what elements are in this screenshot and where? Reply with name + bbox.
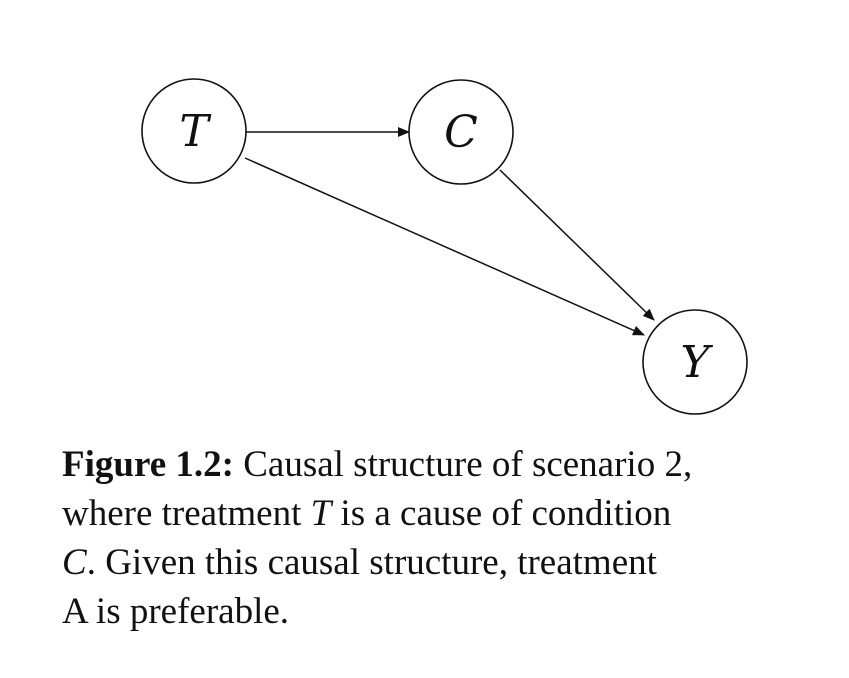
caption-var-c: C [62,542,87,583]
node-t: T [141,78,247,184]
figure-label: Figure 1.2: [62,444,234,485]
causal-diagram: T C Y [141,78,748,415]
caption-line-4: A is preferable. [62,587,842,636]
edge-t-to-y [244,157,645,336]
node-y: Y [642,309,748,415]
caption-text-2a: where treatment [62,493,311,534]
node-c-label: C [444,107,478,158]
edge-c-to-y [499,169,655,321]
node-t-label: T [179,106,212,157]
caption-text-3: . Given this causal structure, treatment [86,542,657,583]
caption-line-2: where treatment T is a cause of conditio… [62,489,842,538]
caption-var-t: T [310,493,332,534]
node-c: C [408,79,514,185]
caption-text-1: Causal structure of scenario 2, [233,444,693,485]
figure-caption: Figure 1.2: Causal structure of scenario… [62,440,842,636]
caption-text-4: A is preferable. [62,591,290,632]
caption-line-1: Figure 1.2: Causal structure of scenario… [62,440,842,489]
caption-line-3: C. Given this causal structure, treatmen… [62,538,842,587]
node-y-label: Y [680,337,713,388]
caption-text-2b: is a cause of condition [331,493,672,534]
